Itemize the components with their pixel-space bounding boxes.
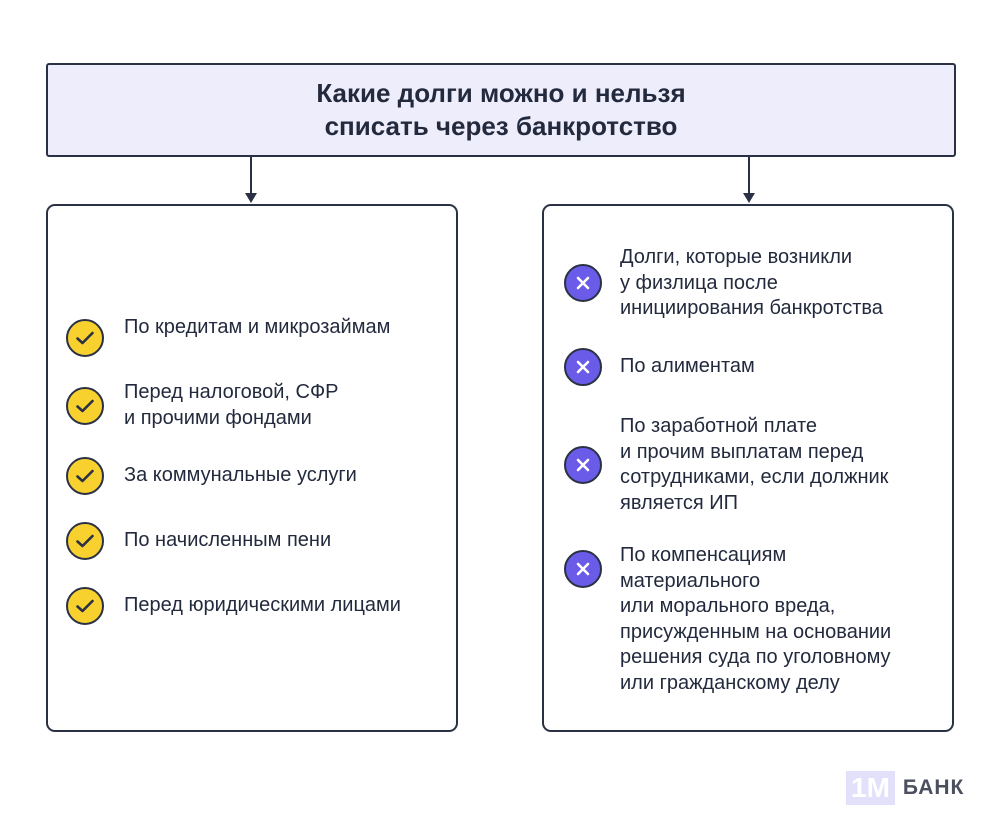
check-icon (66, 319, 104, 357)
bank-logo: 1M БАНК (846, 770, 964, 806)
item-text: По алиментам (620, 355, 755, 377)
cross-icon (564, 550, 602, 588)
cross-icon (564, 264, 602, 302)
check-icon (66, 587, 104, 625)
logo-word: БАНК (902, 776, 965, 799)
item-text: Перед юридическими лицами (124, 594, 401, 616)
arrow-down-left-icon (244, 155, 258, 205)
check-icon (66, 387, 104, 425)
arrow-down-right-icon (742, 155, 756, 205)
logo-mark: 1M (846, 771, 895, 805)
diagram-title-line-1: Какие долги можно и нельзя (316, 78, 686, 108)
diagram-title-line-2: списать через банкротство (324, 111, 678, 141)
item-text: По заработной плате и прочим выплатам пе… (620, 415, 889, 514)
cross-icon (564, 348, 602, 386)
item-text: По кредитам и микрозаймам (124, 316, 391, 338)
item-text: Перед налоговой, СФР и прочими фондами (124, 381, 339, 429)
cross-icon (564, 446, 602, 484)
diagram-title-box: Какие долги можно и нельзя списать через… (46, 63, 956, 157)
item-text: По компенсациям материального или мораль… (620, 544, 892, 694)
can-write-off-panel: По кредитам и микрозаймам Перед налогово… (46, 204, 458, 732)
item-text: Долги, которые возникли у физлица после … (620, 246, 883, 319)
check-icon (66, 457, 104, 495)
item-text: За коммунальные услуги (124, 464, 357, 486)
cannot-write-off-panel: Долги, которые возникли у физлица после … (542, 204, 954, 732)
check-icon (66, 522, 104, 560)
item-text: По начисленным пени (124, 529, 332, 551)
